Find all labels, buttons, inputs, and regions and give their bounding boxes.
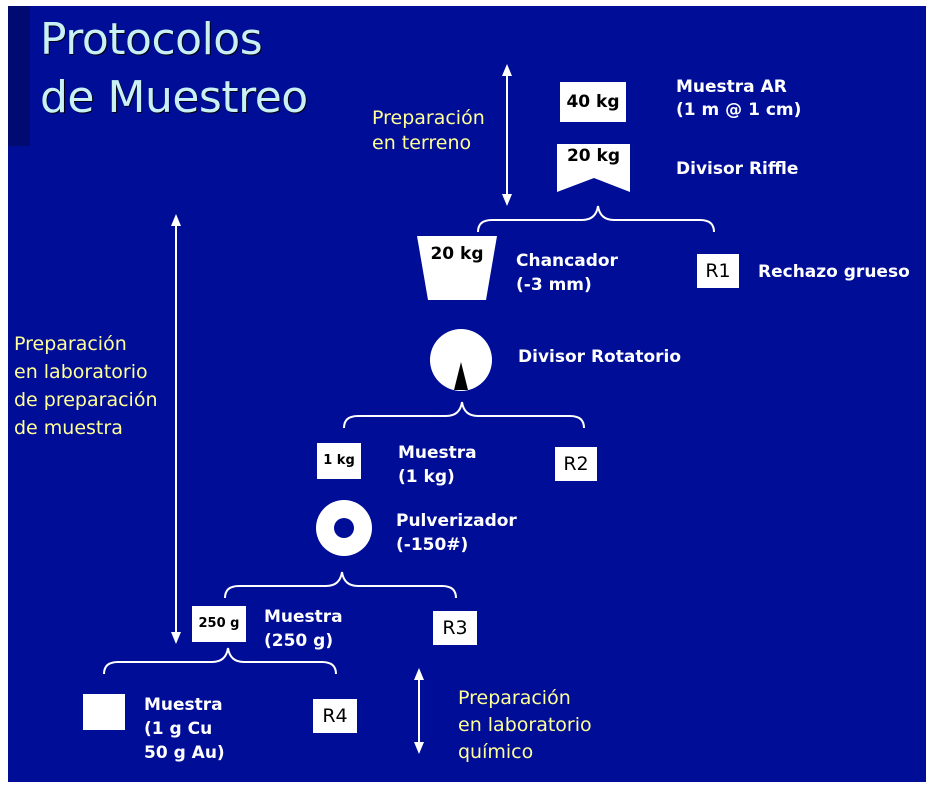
title-line-1: Protocolos [40, 14, 263, 65]
r4-box: R4 [313, 699, 357, 733]
lab-prep-label-2: en laboratorio [14, 361, 148, 383]
rechazo-grueso-label: Rechazo grueso [758, 262, 910, 282]
r3-box: R3 [433, 611, 477, 645]
brace-1 [477, 205, 715, 233]
lab-prep-label-1: Preparación [14, 333, 127, 355]
brace-4 [103, 647, 337, 675]
lab-quimico-label-3: químico [458, 741, 534, 763]
chancador-mass: 20 kg [430, 244, 484, 264]
lab-quimico-arrow-head-down [414, 742, 424, 754]
chancador-label-2: (-3 mm) [516, 275, 592, 295]
r1-box: R1 [697, 254, 739, 288]
muestra-250g-label-2: (250 g) [264, 631, 334, 651]
lab-prep-label-3: de preparación [14, 389, 158, 411]
title-accent-bar [8, 6, 30, 146]
chancador-label-1: Chancador [516, 251, 618, 271]
title-line-2: de Muestreo [40, 72, 308, 123]
terreno-arrow-head-up [502, 64, 512, 76]
pulverizador-label-2: (-150#) [396, 535, 469, 555]
divisor-riffle-shape [557, 144, 630, 192]
muestra-1kg-label-2: (1 kg) [398, 467, 455, 487]
muestra-1kg-label-1: Muestra [398, 443, 477, 463]
divisor-riffle-mass: 20 kg [566, 146, 621, 166]
terreno-arrow-head-down [502, 194, 512, 206]
lab-prep-arrow-head-down [171, 632, 181, 644]
muestra-250g-box: 250 g [192, 606, 246, 642]
brace-3 [224, 571, 457, 599]
pulverizador-hole [334, 518, 354, 538]
muestra-final-label-3: 50 g Au) [144, 743, 225, 763]
divisor-rotatorio-wedge [454, 362, 468, 390]
muestra-final-label-1: Muestra [144, 695, 223, 715]
divisor-riffle-label: Divisor Riffle [676, 159, 799, 179]
terreno-label-2: en terreno [372, 132, 472, 154]
divisor-rotatorio-circle [430, 329, 492, 391]
muestra-250g-label-1: Muestra [264, 607, 343, 627]
divisor-rotatorio-label: Divisor Rotatorio [518, 347, 682, 367]
lab-quimico-label-1: Preparación [458, 687, 571, 709]
terreno-label-1: Preparación [372, 107, 485, 129]
lab-quimico-arrow-head-up [414, 668, 424, 680]
muestra-final-label-2: (1 g Cu [144, 719, 213, 739]
muestra-ar-box: 40 kg [560, 82, 626, 122]
muestra-1kg-box: 1 kg [317, 443, 361, 479]
chancador-shape [417, 236, 497, 300]
brace-2 [343, 401, 585, 429]
muestra-ar-label-2: (1 m @ 1 cm) [676, 100, 802, 120]
r2-box: R2 [555, 447, 597, 481]
muestra-ar-label-1: Muestra AR [676, 77, 787, 97]
muestra-final-box [83, 694, 125, 730]
lab-prep-label-4: de muestra [14, 417, 123, 439]
lab-prep-arrow-head-up [171, 214, 181, 226]
slide-background [8, 6, 926, 782]
lab-quimico-label-2: en laboratorio [458, 714, 592, 736]
pulverizador-label-1: Pulverizador [396, 511, 517, 531]
